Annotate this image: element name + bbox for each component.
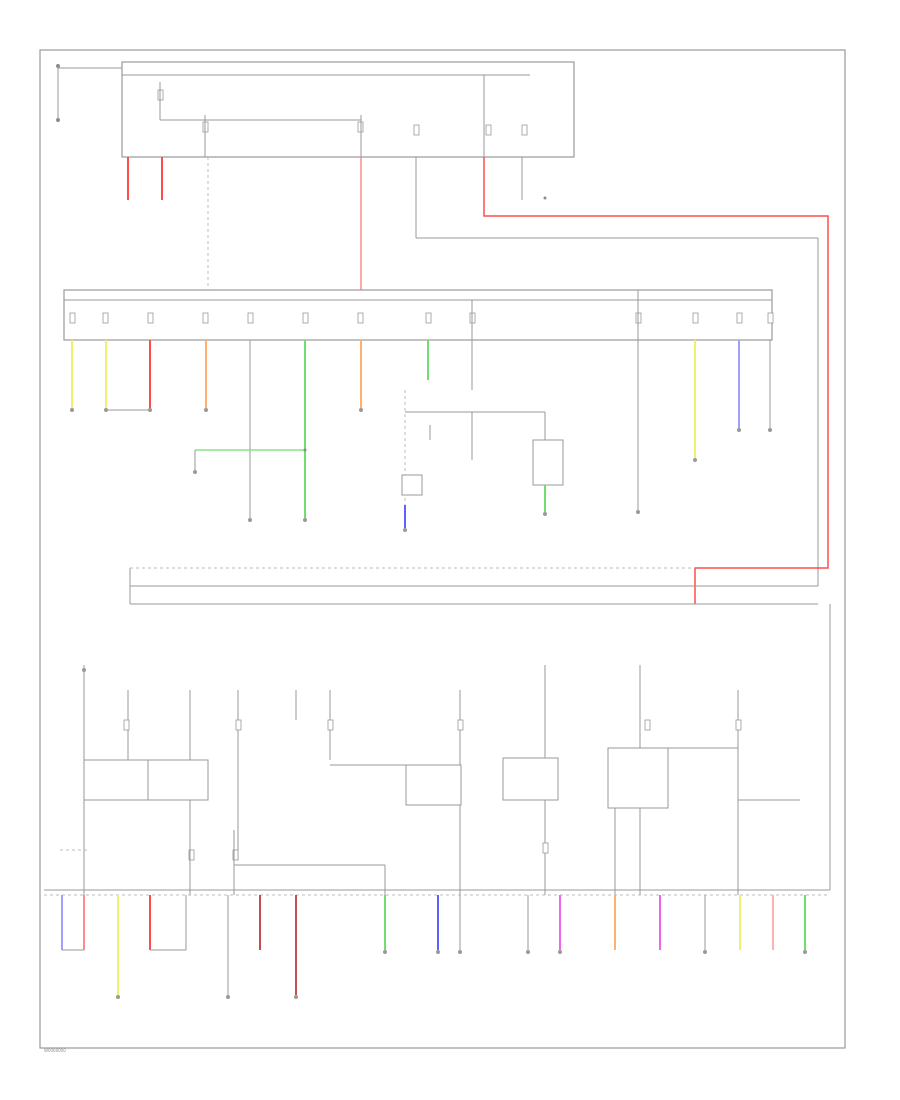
lower-bus <box>129 567 818 605</box>
lower-relays <box>60 665 800 895</box>
bottom-connector-bar <box>44 604 831 896</box>
middle-fuse-block <box>63 289 773 341</box>
top-box-outputs <box>127 157 829 604</box>
middle-block-fuses <box>69 290 774 520</box>
top-fuse-box <box>56 61 575 158</box>
bottom-outputs <box>61 895 807 999</box>
diagram-border <box>39 49 846 1049</box>
diagram-code: W0000000 <box>44 1048 66 1053</box>
middle-subcircuits <box>193 390 640 532</box>
